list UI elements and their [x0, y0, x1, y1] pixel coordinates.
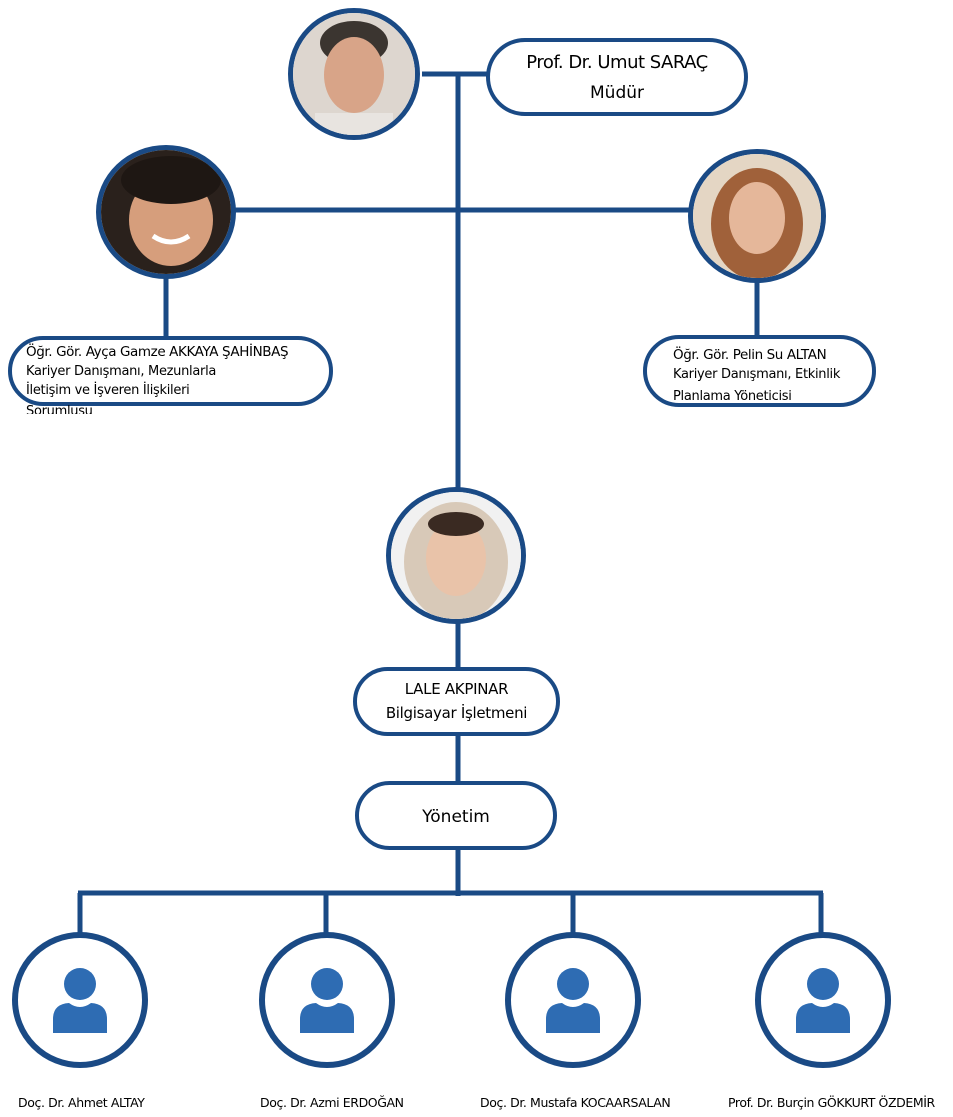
member-4-avatar — [755, 932, 891, 1068]
right-staff-name: Öğr. Gör. Pelin Su ALTAN — [673, 347, 827, 363]
member-2-name: Doç. Dr. Azmi ERDOĞAN — [260, 1095, 404, 1110]
director-photo — [288, 8, 420, 140]
user-icon — [300, 968, 354, 1033]
right-staff-photo — [688, 149, 826, 283]
right-staff-role-line1: Kariyer Danışmanı, Etkinlik — [673, 367, 841, 382]
member-3-avatar — [505, 932, 641, 1068]
left-staff-role-line3: Sorumlusu — [26, 404, 93, 414]
operator-name: LALE AKPINAR — [404, 680, 509, 698]
user-icon — [53, 968, 107, 1033]
operator-photo — [386, 487, 526, 624]
operator-role: Bilgisayar İşletmeni — [385, 704, 528, 722]
member-3-name: Doç. Dr. Mustafa KOCAARSALAN — [480, 1095, 671, 1110]
left-staff-role-line2: İletişim ve İşveren İlişkileri — [26, 383, 190, 398]
member-4-name: Prof. Dr. Burçin GÖKKURT ÖZDEMİR — [728, 1095, 935, 1110]
right-staff-role-line2: Planlama Yöneticisi — [673, 389, 792, 403]
member-1-avatar — [12, 932, 148, 1068]
member-2-avatar — [259, 932, 395, 1068]
left-staff-name: Öğr. Gör. Ayça Gamze AKKAYA ŞAHİNBAŞ — [26, 344, 289, 360]
member-1-name: Doç. Dr. Ahmet ALTAY — [18, 1095, 145, 1110]
operator-box: LALE AKPINAR Bilgisayar İşletmeni — [353, 667, 560, 736]
user-icon — [546, 968, 600, 1033]
left-staff-role-line1: Kariyer Danışmanı, Mezunlarla — [26, 364, 217, 379]
management-label: Yönetim — [422, 807, 490, 827]
director-box: Prof. Dr. Umut SARAÇ Müdür — [486, 38, 748, 116]
left-staff-box: Öğr. Gör. Ayça Gamze AKKAYA ŞAHİNBAŞ Kar… — [8, 336, 333, 414]
left-staff-photo — [96, 145, 236, 279]
director-role: Müdür — [590, 83, 644, 103]
right-staff-box: Öğr. Gör. Pelin Su ALTAN Kariyer Danışma… — [643, 335, 876, 407]
user-icon — [796, 968, 850, 1033]
management-box: Yönetim — [355, 781, 557, 850]
director-name: Prof. Dr. Umut SARAÇ — [526, 52, 708, 73]
